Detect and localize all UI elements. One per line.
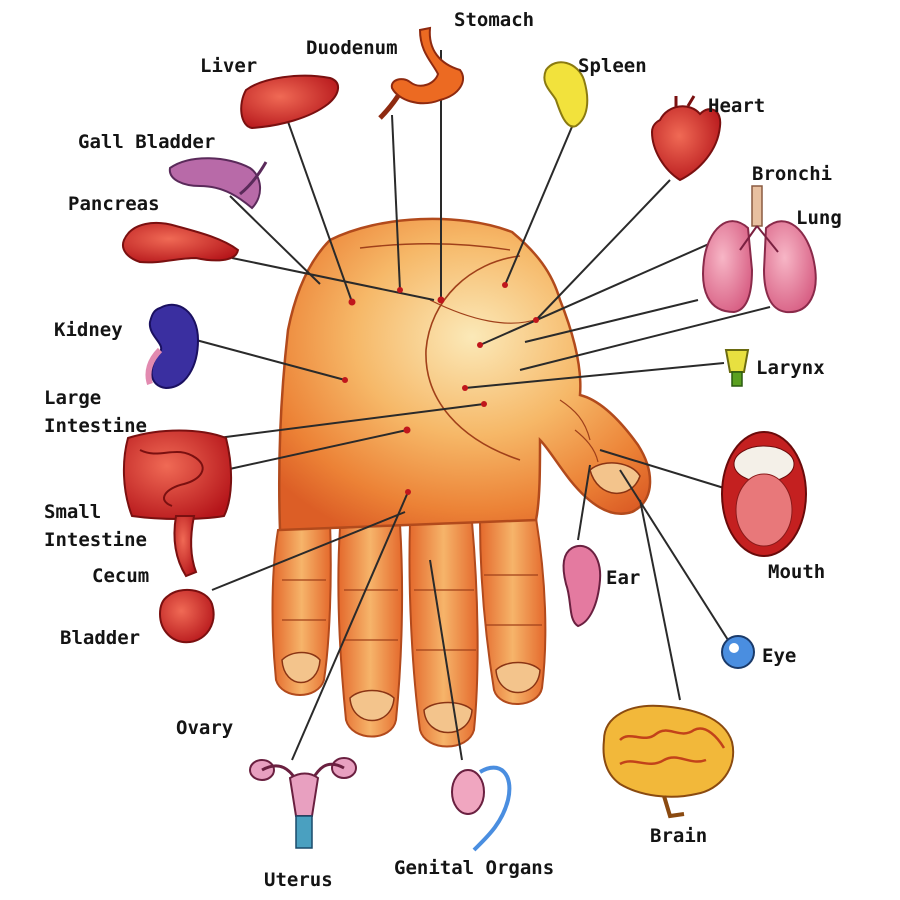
eye-icon — [721, 635, 755, 669]
brain-icon — [602, 704, 735, 819]
larynx-icon — [724, 349, 750, 387]
label-pancreas: Pancreas — [68, 193, 160, 215]
gall-bladder-icon — [168, 157, 268, 210]
genital-organs-icon — [451, 765, 512, 852]
ring-nail — [349, 689, 395, 722]
heart-icon — [650, 95, 722, 182]
label-eye: Eye — [762, 645, 796, 667]
uterus-icon — [249, 757, 357, 849]
pinky-nail — [281, 651, 321, 684]
label-mouth: Mouth — [768, 561, 825, 583]
label-small-intestine-line2: Intestine — [44, 529, 147, 551]
thumb-crease — [559, 399, 599, 463]
label-spleen: Spleen — [578, 55, 647, 77]
ear-icon — [562, 545, 602, 628]
label-brain: Brain — [650, 825, 707, 847]
finger-creases — [282, 574, 542, 651]
index-nail — [495, 661, 541, 694]
life-line — [425, 255, 521, 461]
label-stomach: Stomach — [454, 9, 534, 31]
head-line — [429, 299, 541, 324]
label-cecum: Cecum — [92, 565, 149, 587]
label-small-intestine-line1: Small — [44, 501, 101, 523]
label-large-intestine-line1: Large — [44, 387, 101, 409]
stomach-icon — [378, 26, 465, 120]
lung-icon — [702, 185, 817, 314]
hand — [271, 217, 652, 748]
pancreas-icon — [122, 221, 240, 264]
label-bladder: Bladder — [60, 627, 140, 649]
bladder-icon — [158, 588, 215, 644]
index-finger — [478, 516, 547, 705]
label-heart: Heart — [708, 95, 765, 117]
spleen-icon — [543, 61, 589, 128]
label-lung: Lung — [796, 207, 842, 229]
label-ovary: Ovary — [176, 717, 233, 739]
heart-line — [359, 243, 511, 251]
ring-finger — [337, 522, 404, 738]
label-gall-bladder: Gall Bladder — [78, 131, 215, 153]
mouth-icon — [721, 431, 807, 557]
label-large-intestine-line2: Intestine — [44, 415, 147, 437]
kidney-icon — [145, 303, 200, 390]
label-larynx: Larynx — [756, 357, 825, 379]
label-kidney: Kidney — [54, 319, 123, 341]
leader-lines — [195, 50, 771, 761]
pinky-finger — [271, 518, 332, 696]
labels: Stomach Duodenum Liver Spleen Heart Gall… — [44, 9, 842, 891]
palm — [278, 217, 652, 532]
middle-finger — [408, 520, 479, 748]
label-ear: Ear — [606, 567, 640, 589]
thumb-nail — [589, 462, 641, 494]
middle-nail — [423, 701, 473, 734]
label-duodenum: Duodenum — [306, 37, 398, 59]
label-genital-organs: Genital Organs — [394, 857, 554, 879]
label-liver: Liver — [200, 55, 257, 77]
large-intestine-icon — [122, 429, 233, 578]
label-bronchi: Bronchi — [752, 163, 832, 185]
liver-icon — [240, 74, 339, 130]
label-uterus: Uterus — [264, 869, 333, 891]
